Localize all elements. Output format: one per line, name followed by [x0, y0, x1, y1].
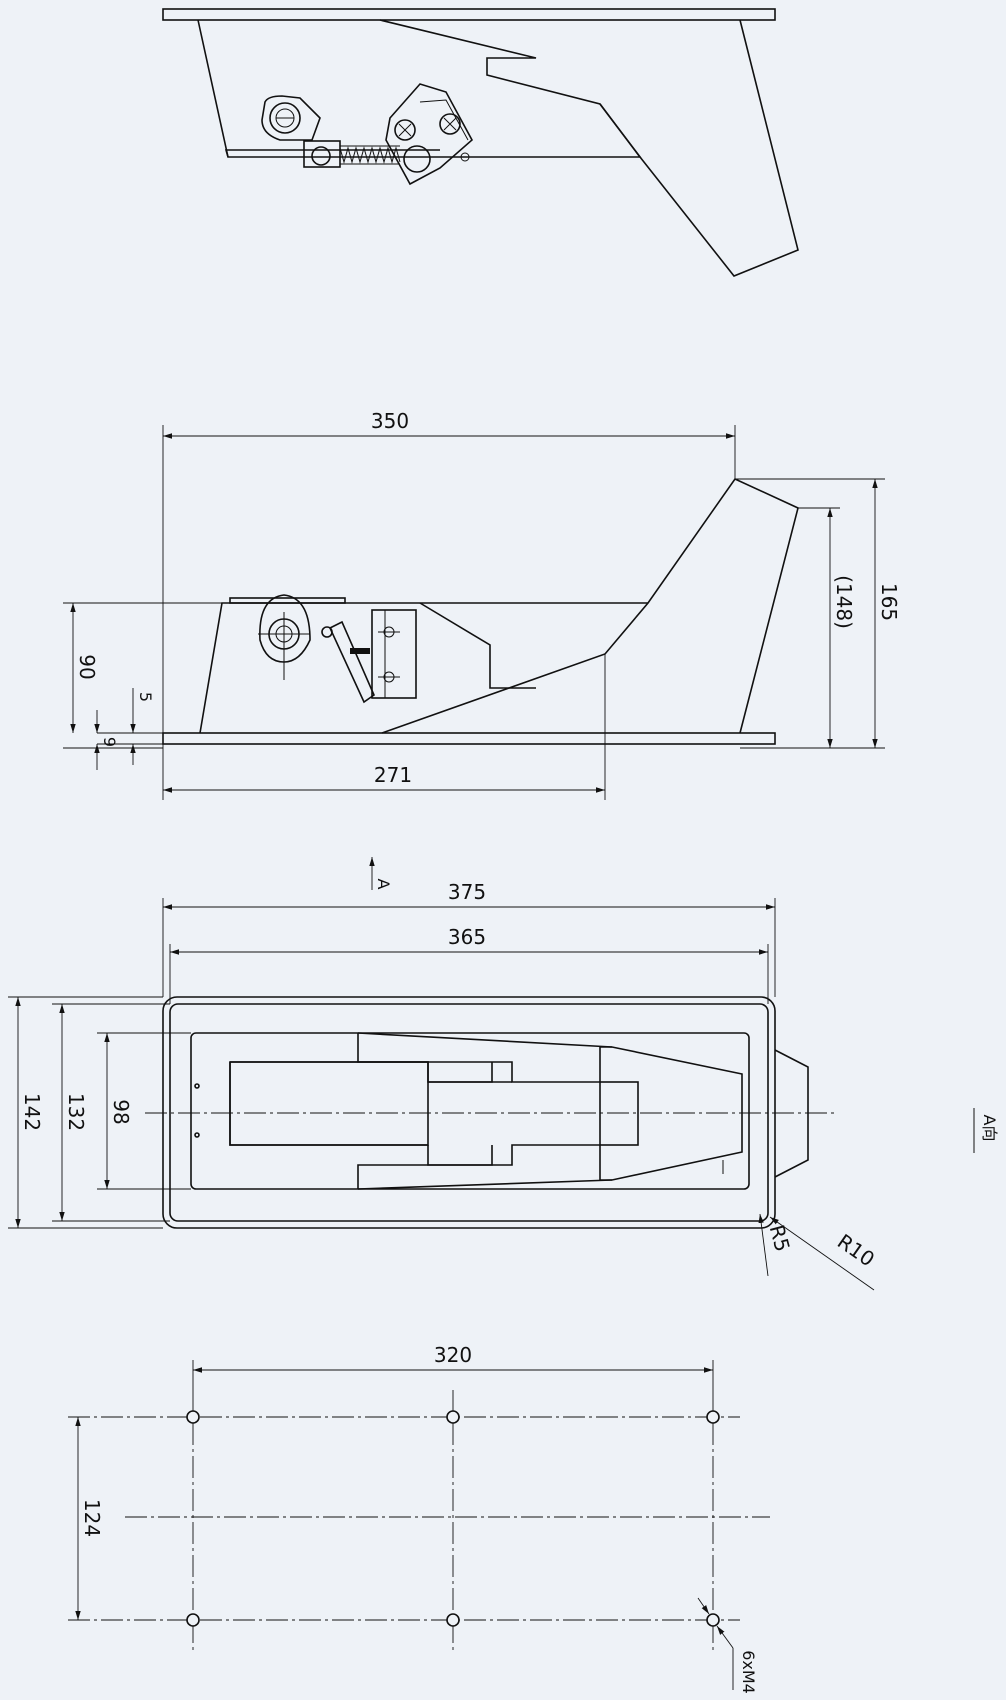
dim-320-text: 320	[434, 1343, 472, 1367]
plan-cavity	[190, 1032, 750, 1190]
dim-271-text: 271	[374, 763, 412, 787]
dim-9-text: 9	[100, 737, 119, 747]
side-base-plate	[162, 732, 776, 745]
dim-r10-leader	[769, 1216, 875, 1291]
side-top-lip	[229, 597, 346, 604]
plan-trough-top-edge	[357, 1032, 613, 1048]
mount-hole	[446, 1410, 460, 1424]
side-body-left	[199, 602, 648, 734]
view-label-text: A向	[980, 1115, 999, 1142]
view-label-a: A向	[973, 1108, 999, 1153]
latch-roller	[403, 145, 431, 173]
mount-hole	[446, 1613, 460, 1627]
dim-5-text: 5	[136, 692, 155, 702]
plan-lid-left	[229, 1061, 512, 1146]
hole-dimensions: 320 124 6xM4	[75, 1343, 758, 1694]
hole-pattern-view: 320 124 6xM4	[68, 1343, 770, 1694]
side-view: 350 165 (148) 90 9 5 271	[63, 409, 901, 800]
plan-trough-bottom-edge	[357, 1179, 613, 1190]
latch-fold	[419, 99, 469, 141]
plan-pin-2	[194, 1132, 200, 1138]
spring-coil	[339, 146, 401, 164]
dim-365-text: 365	[448, 925, 486, 949]
dim-350-text: 350	[371, 409, 409, 433]
side-step	[419, 602, 536, 689]
dim-r5-text: R5	[765, 1222, 795, 1254]
spring-holder	[303, 140, 341, 168]
dim-148-text: (148)	[832, 575, 856, 629]
dim-hole-leader-out	[716, 1625, 734, 1649]
plan-lid-notch	[427, 1062, 493, 1166]
plan-outer-flange	[162, 996, 776, 1229]
side-dimensions: 350 165 (148) 90 9 5 271	[63, 409, 901, 800]
mount-hole	[186, 1410, 200, 1424]
dim-375-text: 375	[448, 880, 486, 904]
mount-hole	[186, 1613, 200, 1627]
dim-hole-spec-text: 6xM4	[739, 1650, 758, 1694]
dim-r10-text: R10	[833, 1229, 879, 1271]
oblique-view	[162, 8, 799, 277]
dim-r5-leader	[758, 1213, 769, 1277]
oblique-chute-edge	[599, 103, 641, 158]
plan-view: A 375 365 142	[8, 857, 999, 1291]
plan-chute-end	[774, 1049, 809, 1178]
oblique-base-edge	[224, 149, 440, 158]
plan-pin-1	[194, 1083, 200, 1089]
side-lock	[258, 594, 417, 704]
view-marker-label: A	[374, 879, 393, 890]
dim-165-text: 165	[877, 583, 901, 621]
dim-142-text: 142	[20, 1093, 44, 1131]
side-latch-arm	[328, 620, 375, 704]
mount-hole	[706, 1613, 720, 1627]
latch-screw-2-cross	[443, 117, 457, 131]
latch-plate	[385, 83, 474, 186]
lock-mechanism	[261, 83, 474, 186]
plan-trough	[357, 1033, 743, 1189]
dim-132-text: 132	[64, 1093, 88, 1131]
oblique-body-outline	[197, 19, 642, 158]
latch-rivet	[460, 152, 470, 162]
mount-hole	[706, 1410, 720, 1424]
spring-pin	[311, 146, 331, 166]
oblique-top-plate	[162, 8, 776, 21]
plan-inner-flange	[169, 1003, 769, 1222]
view-marker-a: A	[369, 857, 393, 890]
side-lock-bracket	[259, 594, 311, 663]
side-latch-hatch	[350, 648, 370, 654]
plan-latch-slot	[599, 1081, 639, 1146]
dim-90-text: 90	[75, 654, 99, 679]
side-latch-block	[371, 609, 417, 699]
side-chute	[381, 477, 799, 734]
oblique-chute	[639, 19, 799, 277]
dim-98-text: 98	[109, 1099, 133, 1124]
lock-cylinder	[269, 102, 301, 134]
lock-bracket	[261, 95, 321, 141]
latch-screw-1	[394, 119, 416, 141]
latch-screw-2	[439, 113, 461, 135]
latch-screw-1-cross	[398, 123, 412, 137]
dim-hole-leader-in	[697, 1597, 710, 1615]
plan-lid-outline	[229, 1061, 429, 1146]
dim-124-text: 124	[80, 1499, 104, 1537]
